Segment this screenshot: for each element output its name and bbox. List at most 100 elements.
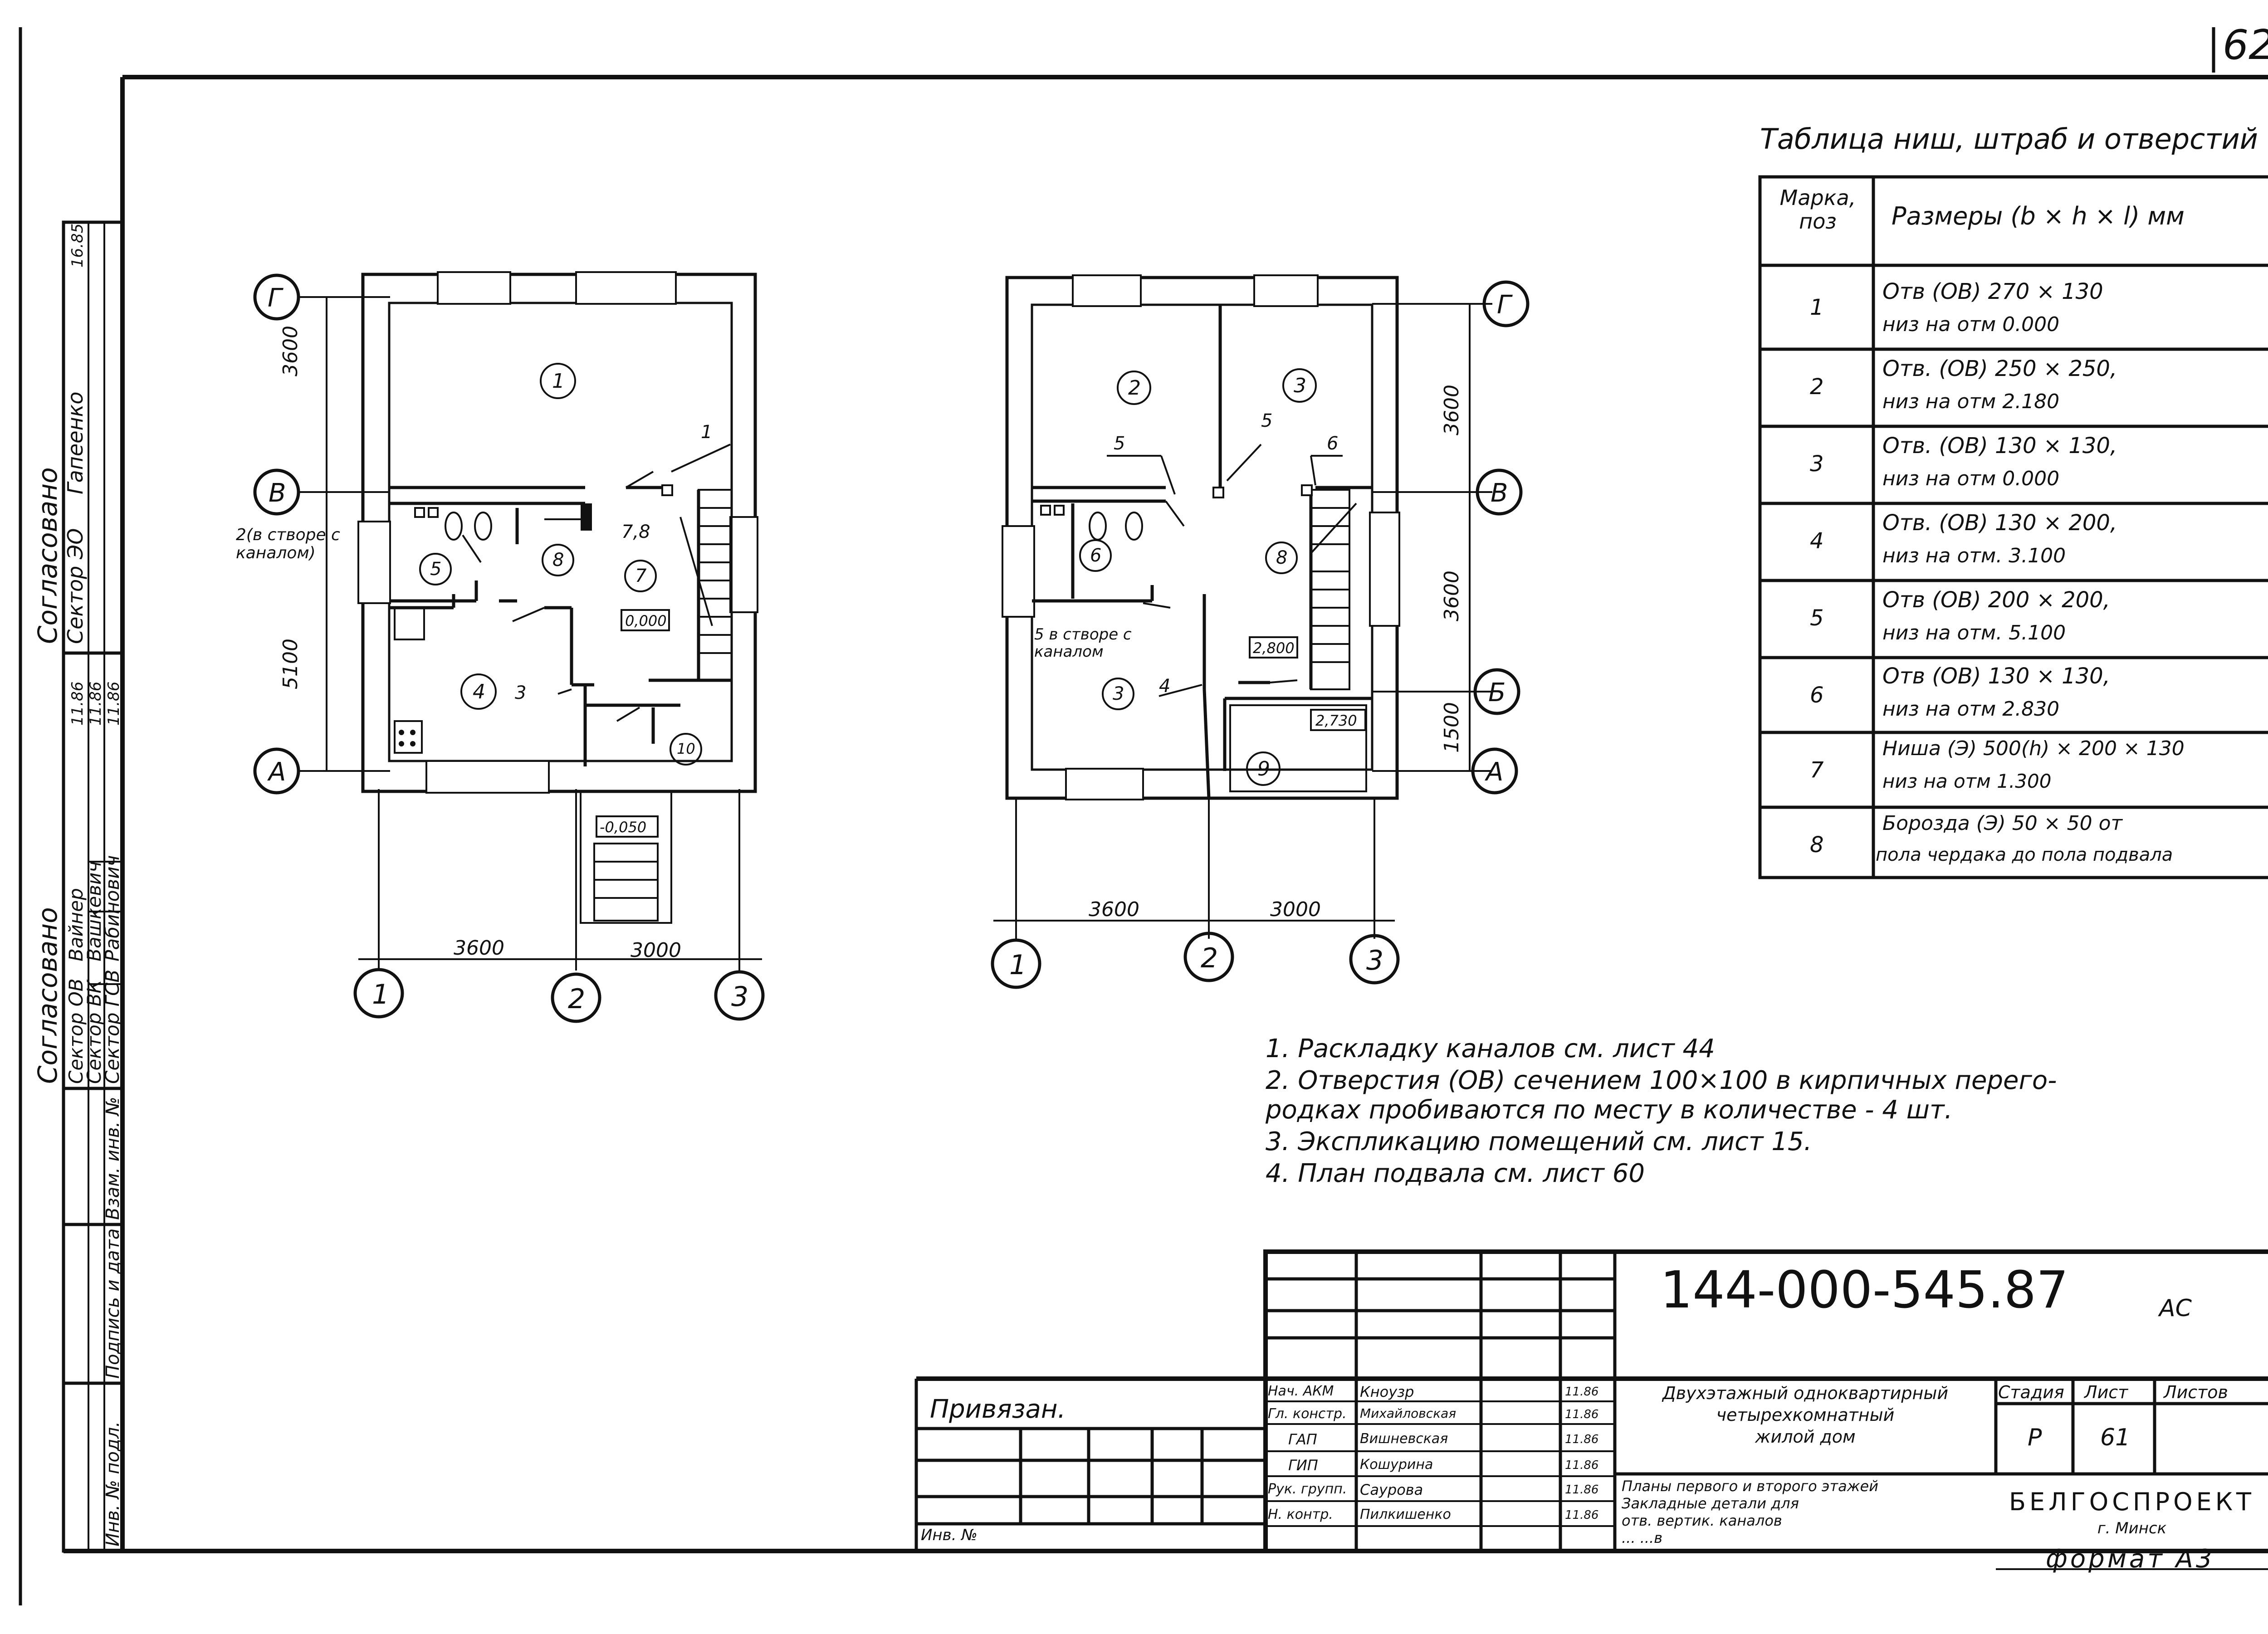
sheet-header: Лист	[2084, 1382, 2128, 1402]
approval-sector-eo: Сектор ЭО	[63, 528, 88, 644]
label-vzam-inv: Взам. инв. №	[103, 1097, 123, 1220]
approval-name-eo: Гапеенко	[63, 392, 88, 495]
approval-name-ov: Вайнер	[65, 888, 87, 961]
building-line-3: жилой дом	[1755, 1427, 1856, 1447]
title-block	[914, 1249, 2268, 1570]
table-title: Таблица ниш, штраб и отверстий	[1760, 122, 2258, 156]
room-3-top: 3	[1294, 374, 1306, 397]
room-8-p2: 8	[1276, 547, 1288, 568]
role-2: Гл. констр.	[1268, 1406, 1347, 1422]
mark-3-p1: 3	[515, 683, 527, 703]
axis-v-2: В	[1491, 478, 1508, 508]
room-8: 8	[552, 550, 564, 571]
sheets-header: Листов	[2164, 1382, 2228, 1402]
table-row-4-a: Отв. (ОВ) 130 × 200,	[1882, 510, 2117, 536]
dim-1500-v-p2: 1500	[1440, 702, 1463, 753]
approval-name-gsv: Рабинович	[101, 855, 123, 961]
axis-g-2: Г	[1497, 290, 1511, 320]
table-row-2-a: Отв. (ОВ) 250 × 250,	[1882, 356, 2117, 381]
approval-date-eo: 16.85	[68, 224, 87, 268]
building-line-1: Двухэтажный одноквартирный	[1662, 1383, 1949, 1403]
mark-5-p2a: 5	[1114, 433, 1125, 454]
sheet-title-1: Планы первого и второго этажей	[1622, 1478, 1879, 1495]
date-1: 11.86	[1565, 1385, 1599, 1399]
name-2: Михайловская	[1360, 1406, 1457, 1421]
label-inv-podl: Инв. № подл.	[103, 1421, 123, 1546]
table-row-1-a: Отв (ОВ) 270 × 130	[1882, 279, 2103, 304]
room-2: 2	[1128, 376, 1141, 400]
inv-label: Инв. №	[921, 1526, 978, 1544]
date-5: 11.86	[1565, 1483, 1599, 1497]
role-3: ГАП	[1288, 1431, 1317, 1448]
drawing-ac: АС	[2159, 1295, 2192, 1322]
elev-0000: 0,000	[625, 612, 667, 629]
room-7: 7	[635, 566, 647, 586]
table-row-6-mark: 6	[1810, 683, 1824, 708]
openings-table	[1758, 175, 2268, 879]
approval-header-2: Согласовано	[32, 907, 63, 1084]
axis-2-p2: 2	[1201, 942, 1218, 974]
elev-minus0050: -0,050	[600, 819, 647, 836]
room-4: 4	[473, 680, 485, 703]
mark-78-p1: 7,8	[621, 522, 650, 542]
axis-3-p1: 3	[731, 981, 749, 1013]
building-line-2: четырехкомнатный	[1716, 1405, 1895, 1425]
axis-g-1: Г	[268, 283, 282, 313]
axis-2-p1: 2	[568, 983, 586, 1015]
table-row-8-a: Борозда (Э) 50 × 50 от	[1882, 812, 2123, 835]
approval-sector-vk: Сектор ВК	[83, 979, 105, 1084]
name-4: Кошурина	[1360, 1457, 1433, 1473]
role-6: Н. контр.	[1268, 1507, 1333, 1522]
table-row-5-mark: 5	[1810, 605, 1824, 631]
note-2b: родках пробиваются по месту в количестве…	[1266, 1095, 1953, 1125]
dim-3000-h-p1: 3000	[631, 939, 681, 962]
mark-6-p2: 6	[1327, 433, 1339, 454]
drawing-code: 144-000-545.87	[1660, 1261, 2069, 1320]
approval-date-ov: 11.86	[68, 682, 87, 726]
org-name: БЕЛГОСПРОЕКТ	[2009, 1488, 2255, 1516]
mark-4-p2: 4	[1159, 676, 1171, 697]
table-row-8-mark: 8	[1810, 832, 1824, 858]
table-row-3-a: Отв. (ОВ) 130 × 130,	[1882, 433, 2117, 458]
approval-header-1: Согласовано	[32, 467, 63, 644]
dim-3600-v-p1: 3600	[279, 326, 302, 376]
name-3: Вишневская	[1360, 1431, 1448, 1447]
note-p1: 2(в створе с каналом)	[236, 526, 340, 562]
axis-1-p2: 1	[1009, 949, 1027, 981]
name-1: Кноузр	[1360, 1383, 1414, 1400]
dim-5100-v-p1: 5100	[279, 639, 302, 689]
elev-2800: 2,800	[1253, 639, 1295, 657]
room-1: 1	[552, 370, 565, 393]
stage-header: Стадия	[1998, 1382, 2064, 1402]
org-city: г. Минск	[2097, 1519, 2167, 1537]
axis-b-2: Б	[1488, 678, 1506, 707]
date-2: 11.86	[1565, 1408, 1599, 1421]
axis-a-2: А	[1486, 757, 1504, 787]
format-label: формат А3	[2046, 1544, 2215, 1574]
privyazan-label: Привязан.	[930, 1395, 1066, 1424]
plan-second-floor	[991, 274, 1530, 989]
plan-first-floor	[253, 271, 765, 1023]
table-row-5-b: низ на отм. 5.100	[1882, 621, 2066, 644]
role-5: Рук. групп.	[1268, 1481, 1347, 1497]
note-3: 3. Экспликацию помещений см. лист 15.	[1266, 1127, 1812, 1156]
table-row-3-mark: 3	[1810, 451, 1824, 477]
approval-name-vk: Вашкевич	[83, 861, 105, 961]
room-3-bottom: 3	[1113, 683, 1124, 704]
dim-3000-h-p2: 3000	[1270, 898, 1321, 921]
table-row-1-mark: 1	[1810, 295, 1824, 320]
table-row-7-b: низ на отм 1.300	[1882, 770, 2052, 792]
role-1: Нач. АКМ	[1268, 1383, 1334, 1399]
axis-1-p1: 1	[372, 979, 390, 1010]
label-podpis-data: Подпись и дата	[103, 1229, 123, 1379]
date-4: 11.86	[1565, 1458, 1599, 1472]
table-head-size: Размеры (b × h × l) мм	[1892, 202, 2185, 230]
date-6: 11.86	[1565, 1508, 1599, 1522]
dim-3600-h-p2: 3600	[1089, 898, 1139, 921]
stage-value: Р	[2028, 1424, 2042, 1451]
table-head-mark: Марка, поз	[1779, 185, 1856, 234]
table-row-8-b: пола чердака до пола подвала	[1876, 844, 2173, 865]
date-3: 11.86	[1565, 1433, 1599, 1446]
